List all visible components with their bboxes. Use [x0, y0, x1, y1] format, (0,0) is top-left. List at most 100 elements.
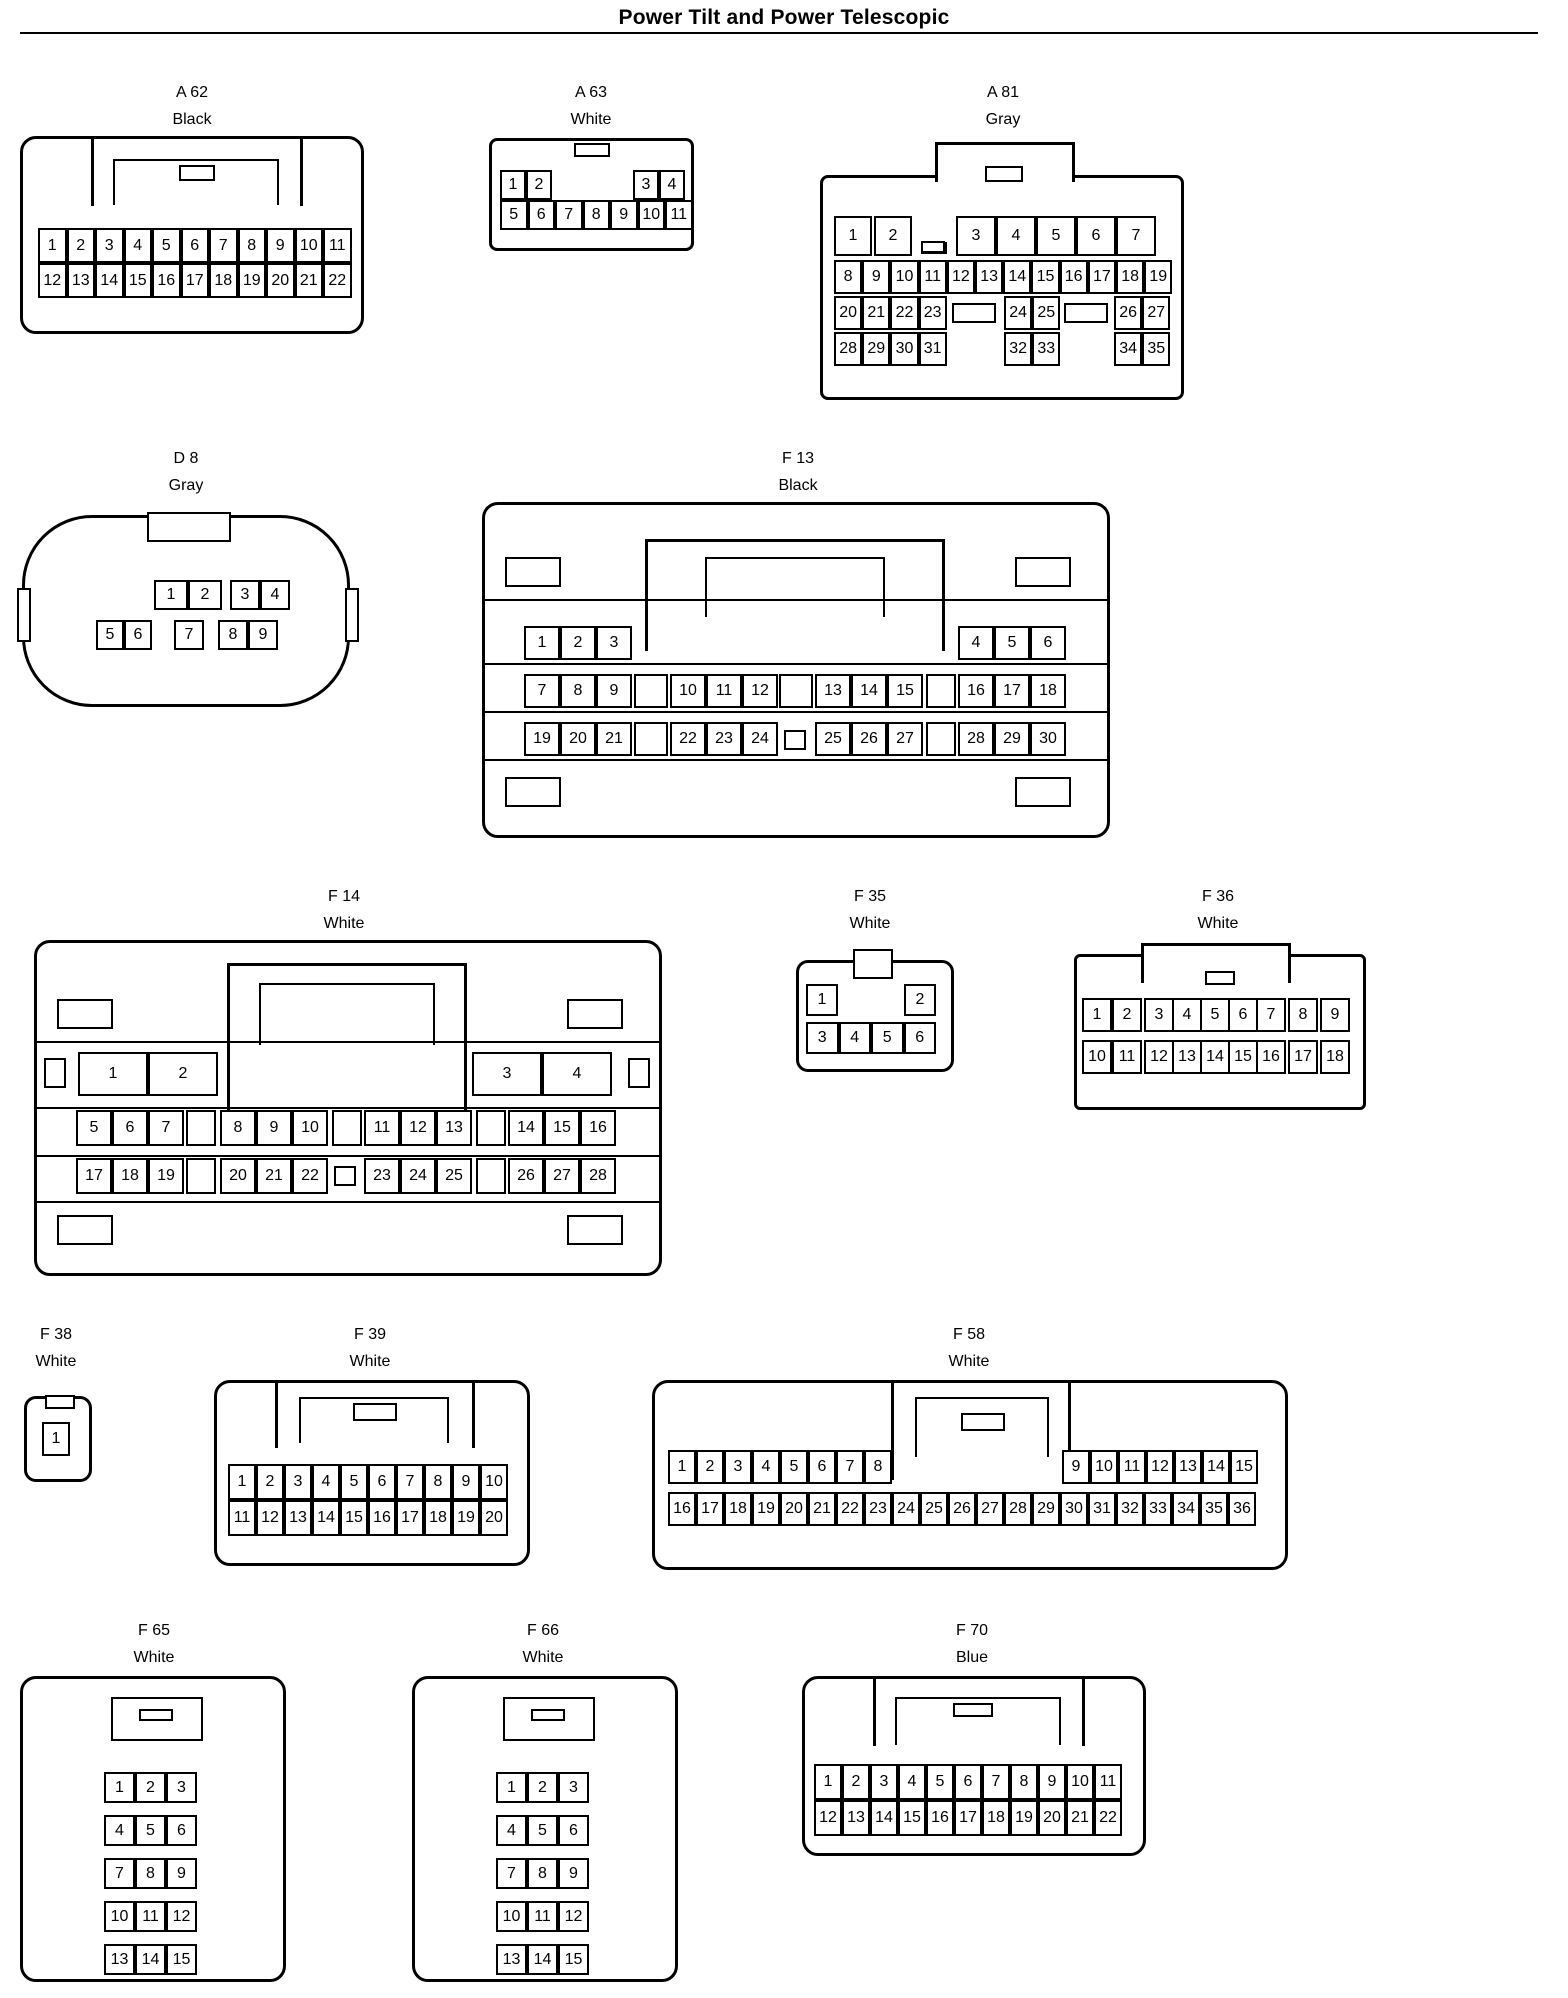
- connector-color: White: [849, 915, 891, 932]
- pin-f65-5: 5: [135, 1815, 166, 1846]
- pin-a62-3: 3: [95, 228, 124, 263]
- pin-f58-33: 33: [1144, 1492, 1172, 1526]
- pin-f70-12: 12: [814, 1800, 842, 1836]
- pin-a62-1: 1: [38, 228, 67, 263]
- pin-d8-3: 3: [230, 580, 260, 610]
- pin-a81-19: 19: [1144, 260, 1173, 294]
- pin-f35-2: 2: [904, 984, 936, 1016]
- pin-f13-18: 18: [1030, 674, 1066, 708]
- title-divider: [20, 32, 1538, 34]
- pin-f65-13: 13: [104, 1944, 135, 1975]
- pin-f58-29: 29: [1032, 1492, 1060, 1526]
- housing-rib: [485, 759, 1107, 761]
- pin-f58-17: 17: [696, 1492, 724, 1526]
- pin-f35-6: 6: [903, 1022, 936, 1054]
- pin-f14-9: 9: [256, 1110, 292, 1146]
- pin-a81-20: 20: [834, 296, 863, 330]
- pin-f65-8: 8: [135, 1858, 166, 1889]
- pin-f58-27: 27: [976, 1492, 1004, 1526]
- pin-f58-18: 18: [724, 1492, 752, 1526]
- pin-a62-10: 10: [294, 228, 323, 263]
- pin-f65-1: 1: [104, 1772, 135, 1803]
- lock-tab-right-bottom: [1015, 777, 1071, 807]
- pin-a81-23: 23: [918, 296, 947, 330]
- pin-f14-22: 22: [292, 1158, 328, 1194]
- connector-id: F 36: [1201, 888, 1234, 905]
- pin-a81-7: 7: [1116, 216, 1156, 256]
- connector-label-f39: F 39 White: [270, 1326, 470, 1371]
- pin-a62-6: 6: [180, 228, 209, 263]
- pin-f58-28: 28: [1004, 1492, 1032, 1526]
- pin-a62-15: 15: [123, 263, 152, 298]
- pin-a81-6: 6: [1076, 216, 1116, 256]
- pin-a81-8: 8: [834, 260, 863, 294]
- pin-f39-5: 5: [340, 1464, 368, 1500]
- pin-f36-7: 7: [1256, 998, 1286, 1032]
- pin-f13-20: 20: [560, 722, 596, 756]
- pin-f58-22: 22: [836, 1492, 864, 1526]
- lock-tab: [147, 512, 231, 542]
- pin-f39-9: 9: [452, 1464, 480, 1500]
- pin-f58-3: 3: [724, 1450, 752, 1484]
- pin-f70-16: 16: [926, 1800, 954, 1836]
- pin-f36-1: 1: [1082, 998, 1112, 1032]
- pin-a81-1: 1: [834, 216, 872, 256]
- connector-color: White: [35, 1353, 77, 1370]
- pin-f58-5: 5: [780, 1450, 808, 1484]
- pin-d8-9: 9: [248, 620, 278, 650]
- pin-f14-17: 17: [76, 1158, 112, 1194]
- connector-d8: [17, 512, 359, 707]
- pin-f70-5: 5: [926, 1764, 954, 1800]
- pin-f58-4: 4: [752, 1450, 780, 1484]
- pin-f36-4: 4: [1172, 998, 1202, 1032]
- blank-cavity: [186, 1110, 216, 1146]
- connector-label-f14: F 14 White: [244, 888, 444, 933]
- connector-f36: [1074, 943, 1366, 1110]
- pin-f13-27: 27: [887, 722, 923, 756]
- pin-f14-18: 18: [112, 1158, 148, 1194]
- pin-a63-6: 6: [527, 200, 555, 230]
- blank-cavity: [44, 1058, 66, 1088]
- pin-f65-3: 3: [166, 1772, 197, 1803]
- pin-f14-10: 10: [292, 1110, 328, 1146]
- connector-color: White: [570, 111, 612, 128]
- pin-f36-5: 5: [1200, 998, 1230, 1032]
- blank-cavity: [784, 730, 806, 750]
- pin-f14-7: 7: [148, 1110, 184, 1146]
- pin-f70-7: 7: [982, 1764, 1010, 1800]
- pin-f39-16: 16: [368, 1500, 396, 1536]
- pin-f58-31: 31: [1088, 1492, 1116, 1526]
- pin-f36-17: 17: [1288, 1040, 1318, 1074]
- pin-f58-26: 26: [948, 1492, 976, 1526]
- pin-a63-4: 4: [659, 170, 685, 200]
- lock-tab-right-top: [567, 999, 623, 1029]
- lock-tab: [353, 1403, 397, 1421]
- pin-f39-15: 15: [340, 1500, 368, 1536]
- blank-cavity: [334, 1166, 356, 1186]
- lock-tab-left-top: [505, 557, 561, 587]
- pin-f14-26: 26: [508, 1158, 544, 1194]
- pin-f58-7: 7: [836, 1450, 864, 1484]
- pin-f70-2: 2: [842, 1764, 870, 1800]
- pin-f70-20: 20: [1038, 1800, 1066, 1836]
- connector-color: White: [522, 1649, 564, 1666]
- pin-f70-13: 13: [842, 1800, 870, 1836]
- pin-f66-14: 14: [527, 1944, 558, 1975]
- pin-a63-11: 11: [665, 200, 693, 230]
- lock-tab: [179, 165, 215, 181]
- lock-latch: [227, 963, 467, 1113]
- pin-f70-4: 4: [898, 1764, 926, 1800]
- pin-f70-17: 17: [954, 1800, 982, 1836]
- pin-a81-4: 4: [996, 216, 1036, 256]
- lock-tab-left-bottom: [57, 1215, 113, 1245]
- lock-slot: [915, 1397, 1049, 1457]
- pin-f65-7: 7: [104, 1858, 135, 1889]
- pin-f13-22: 22: [670, 722, 706, 756]
- connector-id: F 65: [137, 1622, 170, 1639]
- pin-f70-10: 10: [1066, 1764, 1094, 1800]
- pin-f13-11: 11: [706, 674, 742, 708]
- pin-a81-33: 33: [1032, 332, 1061, 366]
- lock-tab: [985, 166, 1023, 182]
- connector-label-f13: F 13 Black: [698, 450, 898, 495]
- connector-id: F 66: [526, 1622, 559, 1639]
